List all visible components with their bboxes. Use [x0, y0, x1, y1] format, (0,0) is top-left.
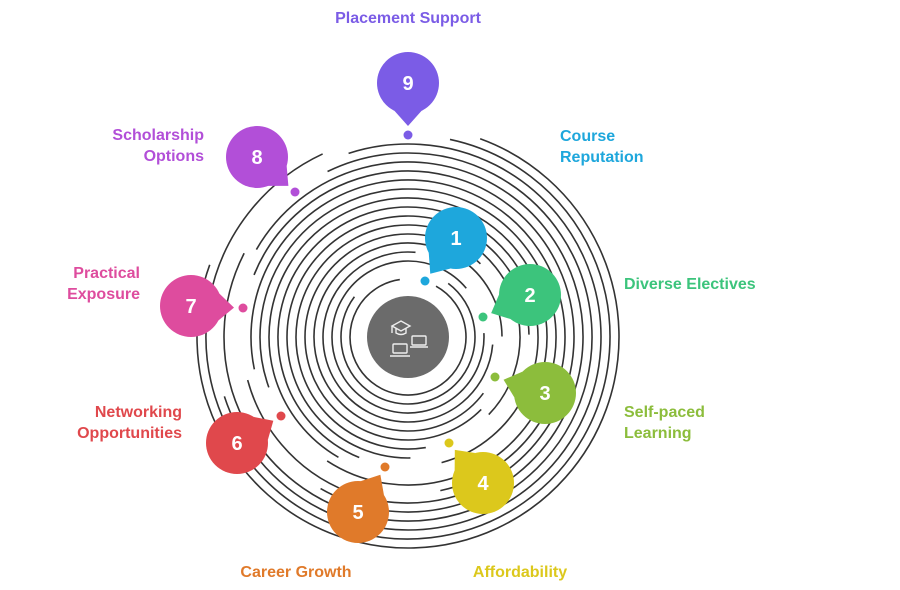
label-8: Scholarship Options — [112, 127, 204, 165]
step-bubble — [327, 481, 389, 543]
label-1: Course Reputation — [560, 128, 644, 166]
ring-arc — [322, 251, 494, 423]
step-number: 4 — [477, 473, 489, 495]
step-number: 1 — [450, 228, 461, 250]
step-2: 2 — [478, 264, 561, 326]
ring-arc — [250, 179, 566, 492]
connector-dot — [380, 462, 390, 472]
bubble-pointer — [218, 293, 235, 321]
step-number: 2 — [524, 285, 535, 307]
step-9: 9 — [377, 52, 439, 140]
label-3: Self-paced Learning — [624, 404, 705, 442]
ring-arc — [304, 233, 482, 441]
ring-arc — [255, 161, 584, 513]
connector-dot — [490, 372, 500, 382]
step-6: 6 — [206, 411, 286, 474]
step-bubble — [514, 362, 576, 424]
step-number: 7 — [185, 296, 196, 318]
step-bubble — [377, 52, 439, 114]
ring-arc — [340, 282, 476, 405]
ring-arc — [349, 278, 467, 396]
step-4: 4 — [444, 438, 514, 514]
step-bubble — [425, 207, 487, 269]
step-bubble — [226, 126, 288, 188]
step-7: 7 — [160, 275, 248, 337]
step-number: 9 — [402, 73, 413, 95]
connector-dot — [478, 312, 488, 322]
connector-dot — [290, 187, 300, 197]
step-bubble — [452, 452, 514, 514]
step-1: 1 — [420, 207, 487, 286]
bubble-pointer — [503, 371, 523, 398]
ring-arc — [331, 260, 485, 414]
step-bubble — [206, 412, 268, 474]
connector-dot — [420, 276, 430, 286]
step-5: 5 — [327, 462, 390, 543]
step-number: 8 — [251, 147, 262, 169]
step-3: 3 — [490, 362, 576, 424]
ring-arc — [196, 137, 620, 549]
ring-arc — [286, 215, 530, 459]
step-bubble — [499, 264, 561, 326]
label-6: Networking Opportunities — [77, 404, 182, 442]
connector-dot — [276, 411, 286, 421]
ring-arc — [223, 143, 602, 531]
label-9: Placement Support — [335, 10, 481, 27]
step-bubble — [160, 275, 222, 337]
connector-dot — [444, 438, 454, 448]
label-7: Practical Exposure — [67, 265, 140, 303]
step-number: 3 — [539, 383, 550, 405]
step-number: 5 — [352, 502, 363, 524]
step-number: 6 — [231, 433, 242, 455]
connector-dot — [238, 303, 248, 313]
graduation-cap-laptops-icon — [390, 320, 428, 357]
bubble-pointer — [394, 110, 422, 126]
label-5: Career Growth — [240, 564, 352, 581]
label-2: Diverse Electives — [624, 276, 756, 293]
center-circle — [367, 296, 449, 378]
connector-dot — [403, 130, 413, 140]
label-4: Affordability — [472, 564, 568, 581]
step-8: 8 — [226, 126, 300, 197]
